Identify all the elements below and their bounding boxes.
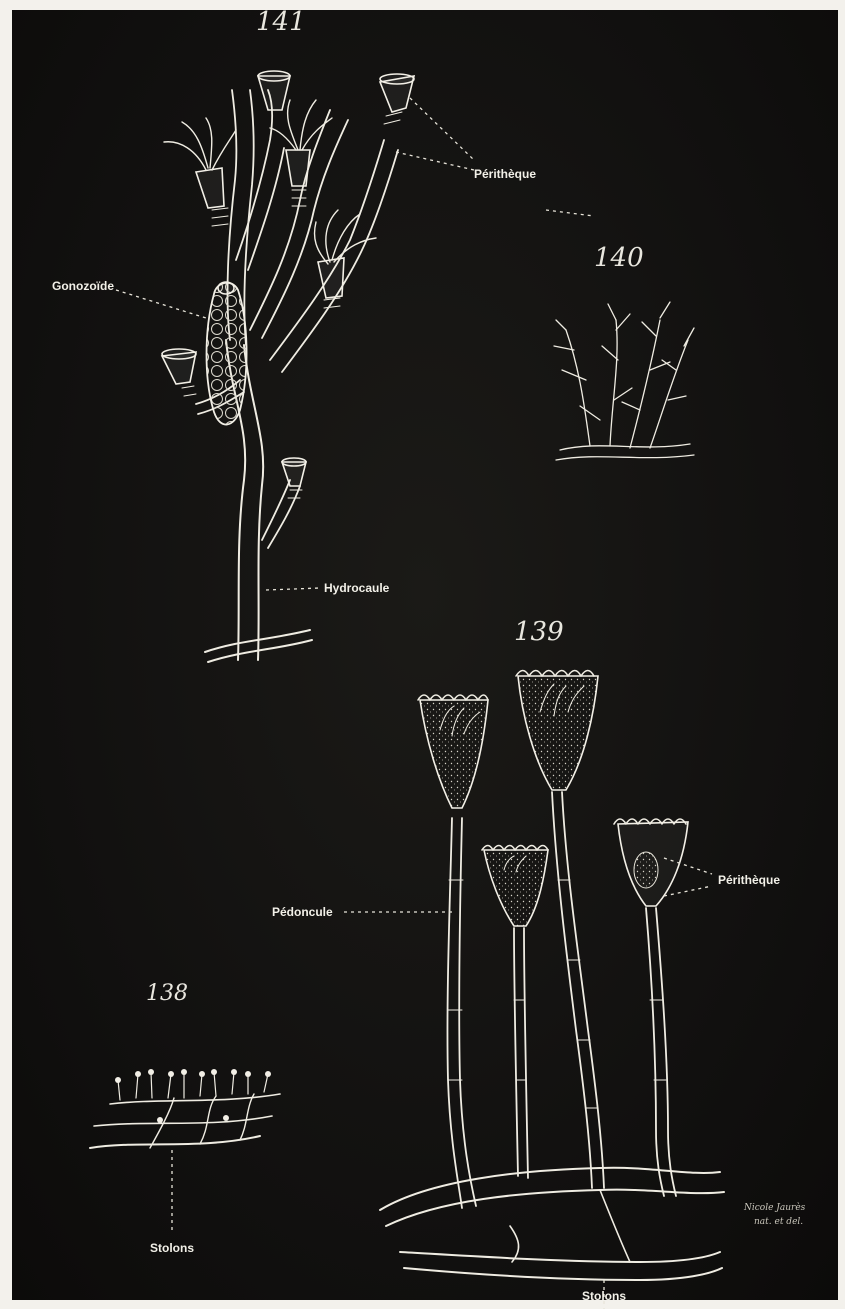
label-hydrocaule: Hydrocaule <box>324 581 390 595</box>
label-stolons-left: Stolons <box>150 1241 194 1255</box>
label-gonozoide: Gonozoïde <box>52 279 114 293</box>
label-peritheque-top: Périthèque <box>474 167 536 181</box>
figure-141-colony <box>162 71 414 662</box>
figure-138-colony <box>90 1069 280 1148</box>
label-peritheque-right: Périthèque <box>718 873 780 887</box>
artist-signature: Nicole Jaurès <box>743 1202 806 1213</box>
figure-number-140: 140 <box>594 243 644 273</box>
label-pedoncule: Pédoncule <box>272 905 333 919</box>
artist-signature-credit: nat. et del. <box>754 1217 803 1227</box>
figure-140-colony <box>554 302 694 460</box>
figure-number-141: 141 <box>256 7 306 37</box>
figure-number-138: 138 <box>146 981 188 1006</box>
figure-number-139: 139 <box>514 617 564 647</box>
figure-139-colony <box>380 671 724 1281</box>
label-stolons-bottom: Stolons <box>582 1289 626 1303</box>
